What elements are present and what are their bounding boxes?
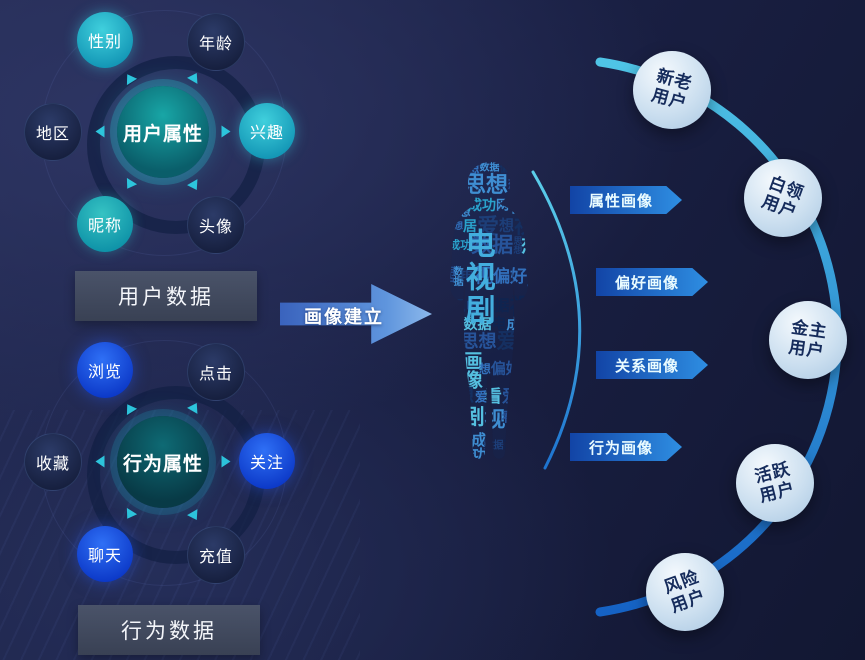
wordcloud-word: 数据 bbox=[471, 233, 514, 257]
attribute-node-interest: 兴趣 bbox=[239, 103, 295, 159]
behavior-data-label: 行为数据 bbox=[78, 605, 260, 655]
wordcloud-word: 视 bbox=[474, 265, 494, 287]
arrow-icon bbox=[221, 455, 231, 468]
wordcloud-word: 电 bbox=[465, 297, 480, 314]
behavior-node-recharge: 充值 bbox=[187, 526, 245, 584]
segment-new-old-users: 新老 用户 bbox=[633, 51, 711, 129]
user-attributes-hub: 性别 年龄 地区 兴趣 昵称 头像 用户属性 bbox=[13, 0, 313, 267]
user-data-label: 用户数据 bbox=[75, 271, 257, 321]
behavior-node-favorite: 收藏 bbox=[24, 433, 82, 491]
profile-pill-behavior: 行为画像 bbox=[570, 433, 682, 461]
segment-active-users: 活跃 用户 bbox=[736, 444, 814, 522]
wordcloud-word: 数据 bbox=[483, 441, 504, 453]
wordcloud-word: 成功 bbox=[449, 238, 472, 251]
profile-pill-attribute: 属性画像 bbox=[570, 186, 682, 214]
wordcloud-word: 数据 bbox=[479, 297, 510, 315]
wordcloud-word: 数据 bbox=[479, 162, 500, 174]
wordcloud-word: 数据 bbox=[451, 266, 463, 287]
attribute-node-avatar: 头像 bbox=[187, 196, 245, 254]
wordcloud-word: 爱 bbox=[496, 330, 518, 354]
wordcloud-word: 成功 bbox=[469, 432, 487, 463]
behavior-node-chat: 聊天 bbox=[77, 526, 133, 582]
attribute-node-nickname: 昵称 bbox=[77, 196, 133, 252]
wordcloud-word: 思想 bbox=[463, 171, 508, 197]
wordcloud-word: 电 bbox=[491, 315, 507, 333]
wordcloud-word: 居 bbox=[462, 217, 477, 234]
wordcloud-feature-word: 电视剧 bbox=[460, 228, 494, 327]
transform-arrow-label: 画像建立 bbox=[304, 307, 384, 327]
segment-paying-users: 金主 用户 bbox=[769, 301, 847, 379]
wordcloud-word: 思想 bbox=[512, 236, 523, 255]
behavior-node-click: 点击 bbox=[187, 343, 245, 401]
attribute-node-gender: 性别 bbox=[77, 12, 133, 68]
wordcloud-word: 数据 bbox=[463, 315, 492, 332]
segment-white-collar-users: 白领 用户 bbox=[744, 159, 822, 237]
wordcloud-word: 想 bbox=[478, 361, 491, 376]
behavior-node-browse: 浏览 bbox=[77, 342, 133, 398]
wordcloud-word: 想 bbox=[499, 217, 515, 235]
wordcloud-word: 爱 bbox=[476, 213, 499, 239]
wordcloud-word: 想 bbox=[453, 220, 463, 231]
user-attributes-center: 用户属性 bbox=[117, 86, 209, 178]
wordcloud-word: 思想 bbox=[460, 331, 497, 352]
behavior-attributes-hub: 浏览 点击 收藏 关注 聊天 充值 行为属性 bbox=[13, 327, 313, 597]
wordcloud-word: 爱 bbox=[472, 389, 488, 403]
arrow-icon bbox=[95, 125, 105, 138]
arrow-icon bbox=[221, 125, 231, 138]
arrow-icon bbox=[95, 455, 105, 468]
wordcloud-word: 偏好 bbox=[493, 266, 528, 286]
attribute-node-age: 年龄 bbox=[187, 13, 245, 71]
attribute-node-region: 地区 bbox=[24, 103, 82, 161]
profile-pill-preference: 偏好画像 bbox=[596, 268, 708, 296]
profile-pill-relation: 关系画像 bbox=[596, 351, 708, 379]
behavior-attributes-center: 行为属性 bbox=[117, 416, 209, 508]
segment-label-line: 用户 bbox=[787, 337, 826, 362]
segment-risk-users: 风险 用户 bbox=[646, 553, 724, 631]
wordcloud-word: 电 bbox=[460, 267, 475, 284]
profile-arc bbox=[531, 170, 582, 470]
behavior-node-follow: 关注 bbox=[239, 433, 295, 489]
